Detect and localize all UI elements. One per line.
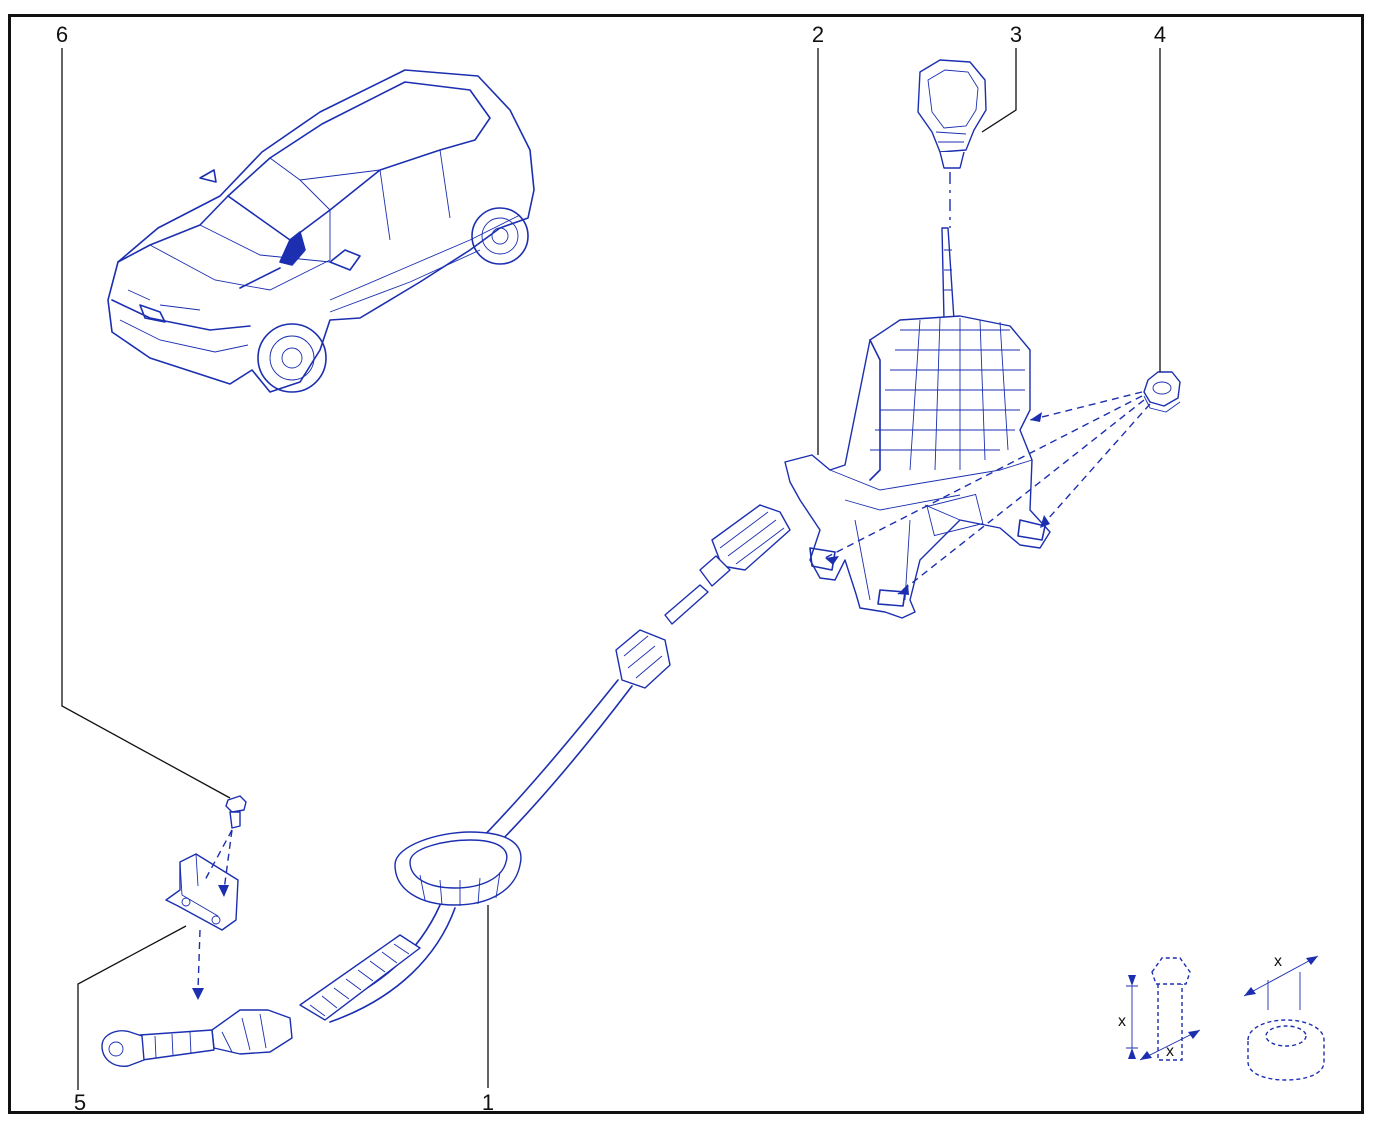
- callout-2: 2: [811, 22, 825, 47]
- flange-nut-part: [1143, 371, 1181, 413]
- callout-3: 3: [1009, 22, 1023, 47]
- shift-cable-part: [101, 504, 791, 1067]
- vehicle-illustration: [107, 69, 535, 393]
- callout-6: 6: [55, 22, 69, 47]
- gear-lever-housing-part: [784, 227, 1051, 619]
- cable-bracket-part: [165, 829, 239, 1000]
- leader-6: [61, 48, 231, 799]
- nut-size-label: x: [1274, 953, 1282, 970]
- callout-1: 1: [481, 1090, 495, 1115]
- leader-3: [981, 48, 1017, 133]
- nut-dimension-symbol: [1243, 955, 1325, 1081]
- leader-5: [77, 925, 187, 1090]
- bolt-thread-label: x: [1166, 1043, 1174, 1060]
- gear-knob-part: [917, 59, 987, 228]
- callout-5: 5: [73, 1090, 87, 1115]
- bolt-dimension-symbol: [1126, 957, 1201, 1061]
- callout-4: 4: [1153, 22, 1167, 47]
- callout-leaders: [61, 48, 1161, 1090]
- nut-assembly-lines: [824, 391, 1151, 595]
- bolt-part: [225, 795, 247, 829]
- bolt-length-label: x: [1118, 1013, 1126, 1030]
- diagram-frame: [8, 14, 1364, 1114]
